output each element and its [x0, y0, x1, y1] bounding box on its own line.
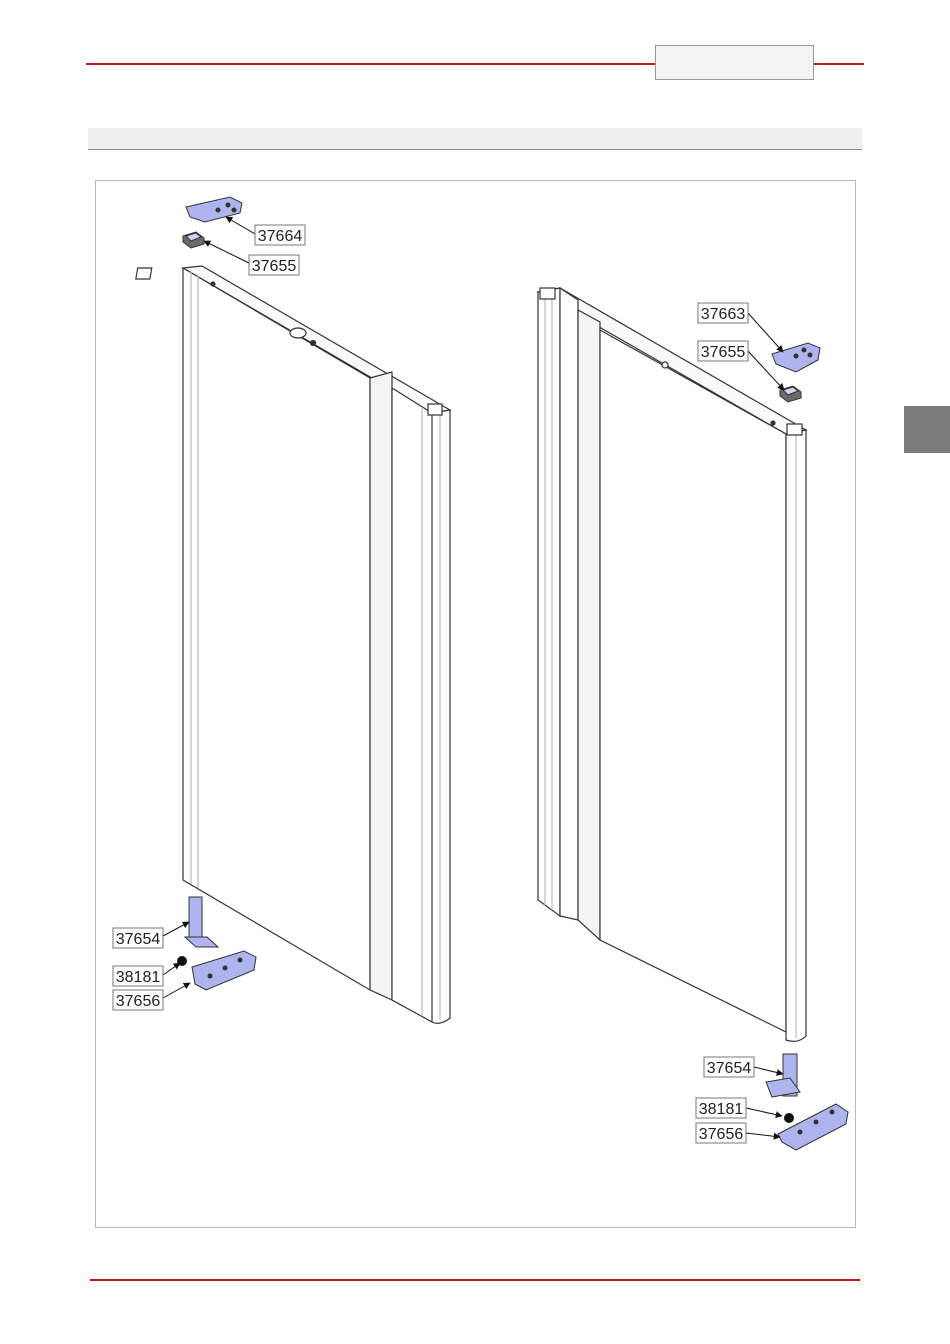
- svg-text:37656: 37656: [699, 1126, 744, 1143]
- callout-right-hinge-top: 37663: [698, 303, 748, 323]
- svg-text:38181: 38181: [699, 1101, 744, 1118]
- left-top-bushing: [183, 232, 204, 248]
- svg-text:37656: 37656: [116, 993, 161, 1010]
- left-hinge-pin: [185, 897, 218, 947]
- right-hinge-pin: [766, 1054, 800, 1097]
- svg-text:37655: 37655: [701, 344, 746, 361]
- callout-right-pin: 37654: [704, 1057, 754, 1077]
- right-bottom-hinge-plate: [778, 1104, 848, 1150]
- svg-text:37655: 37655: [252, 258, 297, 275]
- left-door: [136, 266, 450, 1023]
- callout-right-hinge-bottom: 37656: [696, 1123, 746, 1143]
- callout-right-bushing-top: 37655: [698, 341, 748, 361]
- svg-text:37654: 37654: [707, 1060, 752, 1077]
- svg-text:37663: 37663: [701, 306, 746, 323]
- left-top-hinge-plate: [186, 197, 242, 222]
- callout-left-washer: 38181: [113, 966, 163, 986]
- callout-right-washer: 38181: [696, 1098, 746, 1118]
- left-bottom-hinge-plate: [192, 951, 256, 990]
- callout-left-hinge-top: 37664: [255, 225, 305, 245]
- right-washer: [784, 1113, 794, 1123]
- callout-left-hinge-bottom: 37656: [113, 990, 163, 1010]
- callout-left-bushing-top: 37655: [249, 255, 299, 275]
- svg-text:37664: 37664: [258, 228, 303, 245]
- svg-text:37654: 37654: [116, 931, 161, 948]
- svg-text:38181: 38181: [116, 969, 161, 986]
- right-door: [538, 288, 806, 1041]
- callout-left-pin: 37654: [113, 928, 163, 948]
